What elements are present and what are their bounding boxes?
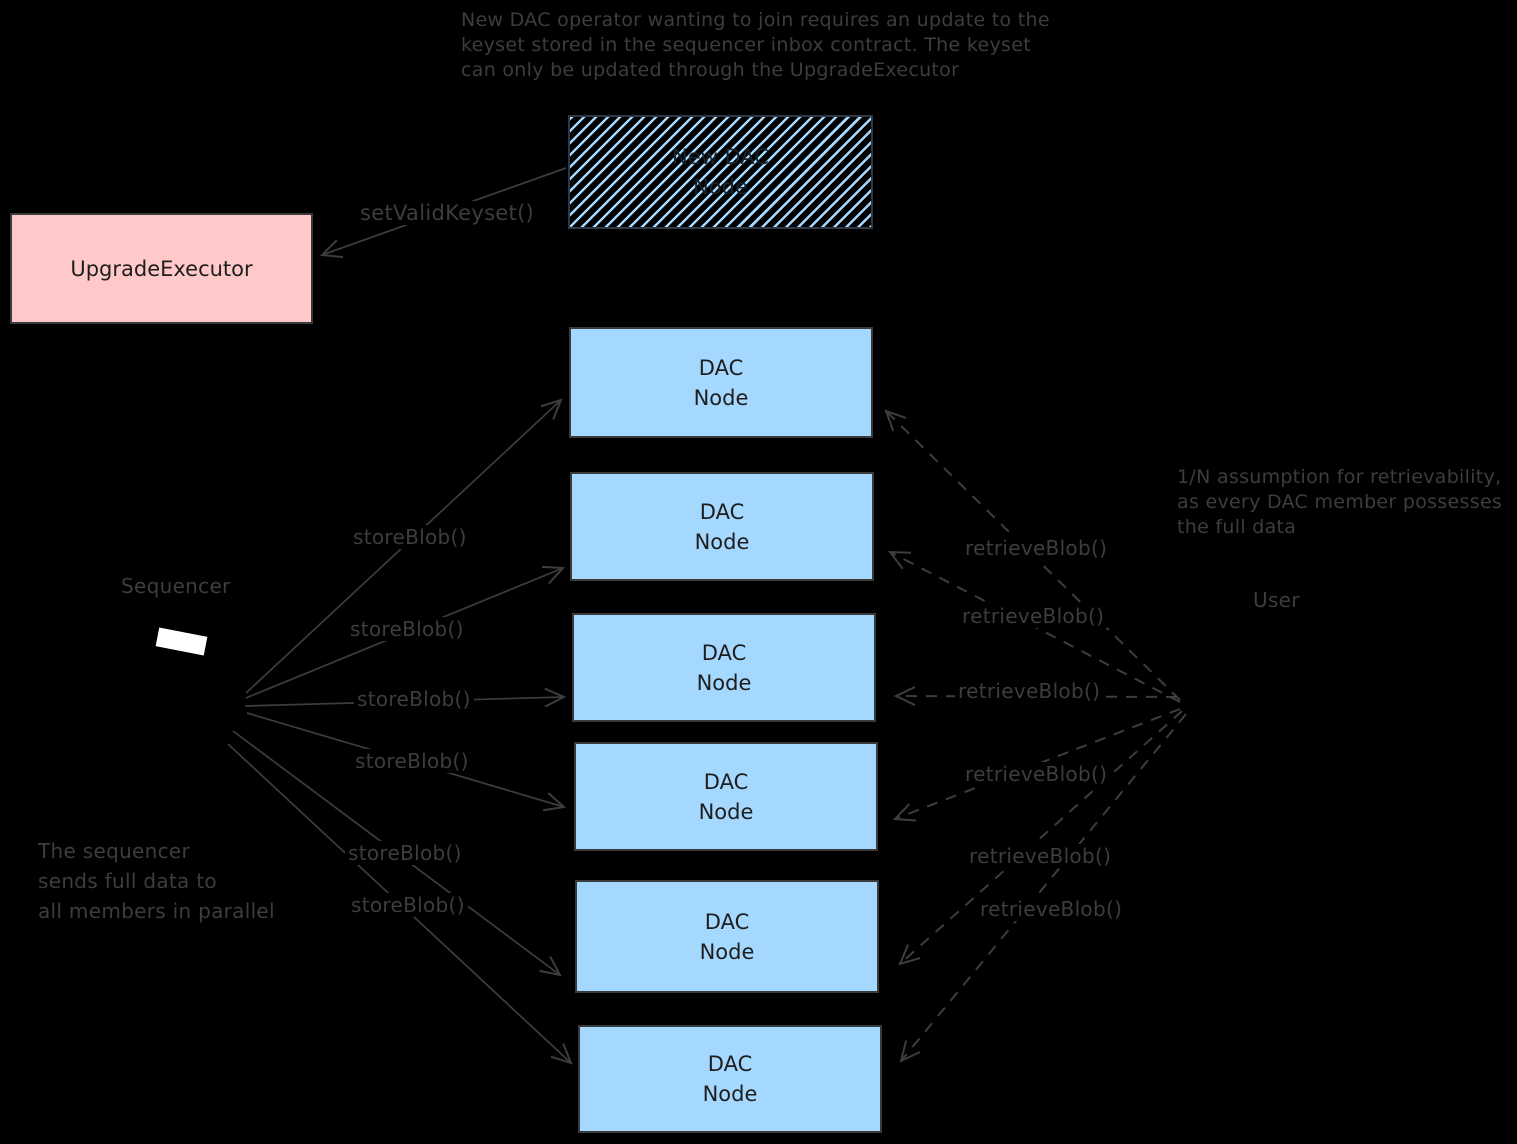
upgrade-executor-box: UpgradeExecutor [10, 213, 313, 324]
dac-node-box-6: DAC Node [578, 1025, 882, 1133]
sequencer-label: Sequencer [121, 574, 231, 598]
dac-node-label-line2: Node [698, 799, 754, 824]
dac-node-box-3: DAC Node [572, 613, 876, 722]
retrieve-blob-label-6: retrieveBlob() [977, 897, 1126, 921]
retrieve-blob-label-4: retrieveBlob() [962, 762, 1111, 786]
dac-node-label-line2: Node [699, 939, 755, 964]
store-blob-label-5: storeBlob() [345, 841, 465, 865]
dac-node-label-line1: DAC [703, 769, 749, 794]
retrieve-blob-arrow-6 [899, 713, 1187, 1063]
dac-node-label-line1: DAC [698, 355, 744, 380]
parallel-send-note: The sequencer sends full data to all mem… [38, 839, 275, 923]
dac-node-label-line2: Node [694, 529, 750, 554]
store-blob-label-2: storeBlob() [347, 617, 467, 641]
retrieve-blob-label-5: retrieveBlob() [966, 844, 1115, 868]
retrieve-blob-arrow-5 [898, 710, 1183, 966]
retrieve-blob-label-1: retrieveBlob() [962, 536, 1111, 560]
retrieve-blob-label-2: retrieveBlob() [959, 604, 1108, 628]
store-blob-label-3: storeBlob() [354, 687, 474, 711]
new-dac-node-label-line2: Node [693, 175, 748, 199]
dac-node-box-5: DAC Node [575, 880, 879, 993]
dac-node-label-line1: DAC [699, 499, 745, 524]
dac-node-label-line2: Node [696, 670, 752, 695]
new-dac-node-label-line1: New DAC [672, 145, 769, 169]
dac-node-label-line1: DAC [707, 1052, 753, 1076]
new-dac-node-box: New DAC Node [568, 115, 873, 229]
dac-node-label-line1: DAC [704, 909, 750, 934]
dac-node-label-line2: Node [693, 385, 749, 410]
dac-node-label-line1: DAC [701, 640, 747, 665]
retrievability-note: 1/N assumption for retrievability, as ev… [1177, 466, 1503, 538]
upgrade-executor-label: UpgradeExecutor [70, 256, 253, 281]
dac-node-label-line2: Node [702, 1082, 758, 1106]
dac-node-box-2: DAC Node [570, 472, 874, 581]
dac-node-box-4: DAC Node [574, 742, 878, 851]
store-blob-label-4: storeBlob() [352, 749, 472, 773]
store-blob-label-1: storeBlob() [350, 525, 470, 549]
dac-node-box-1: DAC Node [569, 327, 873, 438]
store-blob-label-6: storeBlob() [348, 893, 468, 917]
set-valid-keyset-label: setValidKeyset() [357, 201, 538, 225]
user-label: User [1253, 588, 1300, 612]
retrieve-blob-label-3: retrieveBlob() [955, 679, 1104, 703]
retrieve-blob-arrow-4 [892, 708, 1181, 822]
keyset-update-note: New DAC operator wanting to join require… [461, 9, 1050, 81]
